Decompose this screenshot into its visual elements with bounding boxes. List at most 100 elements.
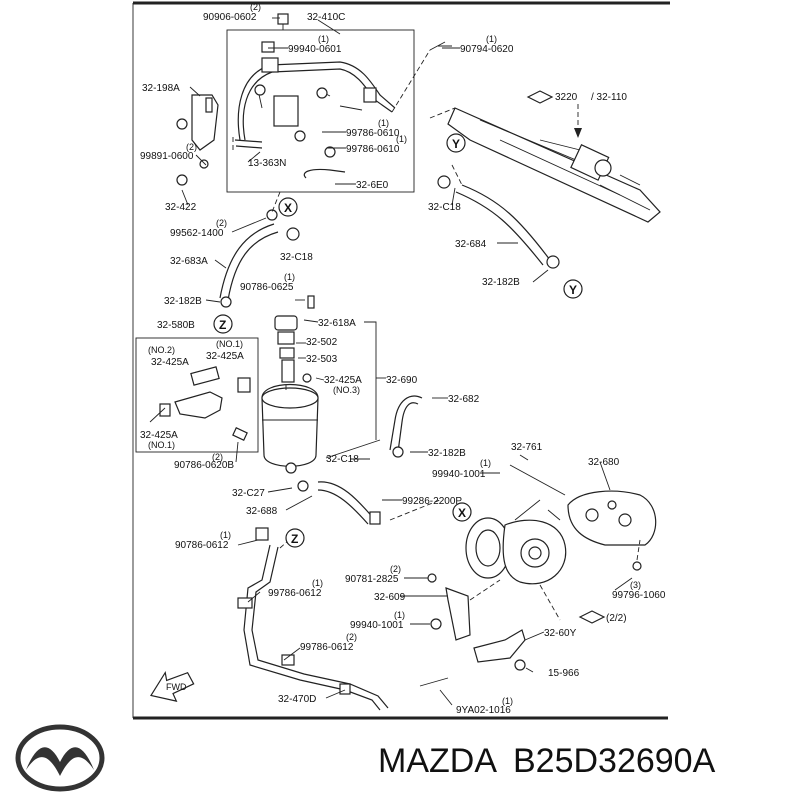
- label-99940-0601: 99940-0601: [288, 44, 342, 55]
- pressure-pipe-assembly: [232, 13, 452, 179]
- label-32-110: / 32-110: [591, 92, 627, 103]
- label-13-363N: 13-363N: [248, 158, 286, 169]
- label-99786-0610-b: 99786-0610: [346, 144, 400, 155]
- label-32-182B-mid: 32-182B: [428, 448, 466, 459]
- label-32-422: 32-422: [165, 202, 197, 213]
- label-90781-2825: 90781-2825: [345, 574, 399, 585]
- label-99562-1400: 99562-1400: [170, 228, 224, 239]
- label-32-682: 32-682: [448, 394, 480, 405]
- hose-32-682: [325, 395, 423, 459]
- qty-99940-0601: (1): [318, 34, 329, 44]
- label-32-618A: 32-618A: [318, 318, 356, 329]
- marker-y-right: Y: [569, 283, 577, 297]
- label-32-182B-left: 32-182B: [164, 296, 202, 307]
- qty-90786-0612: (1): [220, 530, 231, 540]
- label-32-609: 32-609: [374, 592, 406, 603]
- label-90786-0620B: 90786-0620B: [174, 460, 234, 471]
- label-32-C27: 32-C27: [232, 488, 265, 499]
- label-99786-0610-a: 99786-0610: [346, 128, 400, 139]
- qty-99940-1001-b: (1): [394, 610, 405, 620]
- qty-9YA02-1016: (1): [502, 696, 513, 706]
- qty-90781-2825: (2): [390, 564, 401, 574]
- qty-99786-0610-b: (1): [396, 134, 407, 144]
- leader-lines: [149, 17, 633, 706]
- marker-x-top: X: [284, 201, 292, 215]
- label-no1-top: (NO.1): [216, 339, 243, 349]
- bracket-32-198A: [176, 94, 278, 221]
- qty-99940-1001-a: (1): [480, 458, 491, 468]
- part-number: B25D32690A: [513, 742, 716, 780]
- label-32-198A: 32-198A: [142, 83, 180, 94]
- reservoir-32-690: [261, 295, 319, 474]
- label-no1-bottom: (NO.1): [148, 440, 175, 450]
- pipe-assembly-box: [226, 29, 415, 193]
- quantity-labels: (2) (1) (1) (1) (1) (2) (2) (1) (2) (1) …: [186, 2, 641, 706]
- marker-circles: X Y Y Z X Z: [213, 133, 583, 548]
- reference-arrows: [526, 90, 606, 624]
- callout-labels: 90906-0602 32-410C 99940-0601 90794-0620…: [140, 12, 666, 716]
- mazda-logo-icon: [15, 724, 105, 792]
- qty-90906-0602: (2): [250, 2, 261, 12]
- label-32-60Y: 32-60Y: [544, 628, 577, 639]
- qty-99786-0612-b: (2): [346, 632, 357, 642]
- qty-90794-0620: (1): [486, 34, 497, 44]
- label-32-503: 32-503: [306, 354, 338, 365]
- label-32-425A-no2: 32-425A: [151, 357, 189, 368]
- qty-99786-0612-a: (1): [312, 578, 323, 588]
- label-3220: 3220: [555, 92, 578, 103]
- label-9YA02-1016: 9YA02-1016: [456, 705, 511, 716]
- label-99786-0612-a: 99786-0612: [268, 588, 322, 599]
- label-32-C18-left: 32-C18: [280, 252, 313, 263]
- label-32-690: 32-690: [386, 375, 418, 386]
- label-32-502: 32-502: [306, 337, 338, 348]
- pipe-32-470D: [237, 527, 389, 711]
- qty-99796-1060: (3): [630, 580, 641, 590]
- pump-brackets-lower: [389, 499, 526, 687]
- label-90906-0602: 90906-0602: [203, 12, 257, 23]
- power-steering-pump: [465, 499, 567, 585]
- reservoir-bracket: [159, 366, 251, 441]
- label-90786-0625: 90786-0625: [240, 282, 294, 293]
- label-32-580B: 32-580B: [157, 320, 195, 331]
- label-32-761: 32-761: [511, 442, 543, 453]
- steering-gear: [429, 107, 661, 223]
- label-99940-1001-a: 99940-1001: [432, 469, 486, 480]
- marker-y-top: Y: [452, 137, 460, 151]
- label-32-6E0: 32-6E0: [356, 180, 389, 191]
- label-32-182B-right: 32-182B: [482, 277, 520, 288]
- label-32-680: 32-680: [588, 457, 620, 468]
- qty-99786-0610-a: (1): [378, 118, 389, 128]
- hose-32-683A: [219, 191, 300, 308]
- label-32-683A: 32-683A: [170, 256, 208, 267]
- label-no2: (NO.2): [148, 345, 175, 355]
- pump-bracket-32-680: [509, 464, 657, 621]
- marker-z-lower: Z: [291, 532, 298, 546]
- label-99940-1001-b: 99940-1001: [350, 620, 404, 631]
- label-32-410C: 32-410C: [307, 12, 345, 23]
- label-99286-2200P: 99286-2200P: [402, 496, 462, 507]
- label-32-684: 32-684: [455, 239, 487, 250]
- label-32-C18-right: 32-C18: [428, 202, 461, 213]
- qty-90786-0625: (1): [284, 272, 295, 282]
- qty-90786-0620B: (2): [212, 452, 223, 462]
- label-no3: (NO.3): [333, 385, 360, 395]
- label-99891-0600: 99891-0600: [140, 151, 194, 162]
- label-99796-1060: 99796-1060: [612, 590, 666, 601]
- fwd-label: FWD: [166, 682, 187, 692]
- label-90786-0612: 90786-0612: [175, 540, 229, 551]
- hose-32-688: [297, 480, 381, 525]
- label-15-966: 15-966: [548, 668, 580, 679]
- brand-name: MAZDA: [378, 742, 497, 780]
- marker-x-pump: X: [458, 506, 466, 520]
- label-2-2: (2/2): [606, 613, 627, 624]
- qty-99891-0600: (2): [186, 142, 197, 152]
- label-32-425A-bottom: 32-425A: [140, 430, 178, 441]
- label-99786-0612-b: 99786-0612: [300, 642, 354, 653]
- label-32-C18-mid: 32-C18: [326, 454, 359, 465]
- return-hose-32-684: [437, 164, 560, 269]
- label-32-425A-no1: 32-425A: [206, 351, 244, 362]
- marker-z-left: Z: [219, 318, 226, 332]
- bracket-detail-box: [135, 337, 259, 453]
- qty-99562-1400: (2): [216, 218, 227, 228]
